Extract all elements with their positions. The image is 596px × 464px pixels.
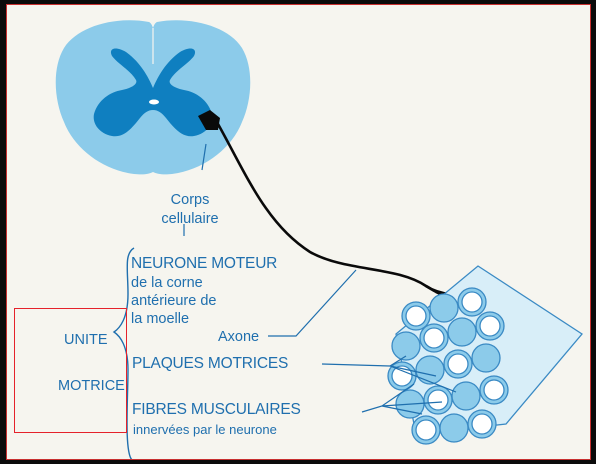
- motor-unit-label-2: MOTRICE: [58, 379, 125, 394]
- cell-body-label: Corps cellulaire: [160, 193, 220, 226]
- motor-plates-label: PLAQUES MOTRICES: [132, 356, 288, 372]
- muscle-fibres-sublabel: innervées par le neurone: [133, 423, 277, 436]
- muscle-fibre-bundle: [388, 266, 582, 444]
- axon-label: Axone: [218, 330, 259, 345]
- motor-unit-box: [14, 308, 127, 433]
- motor-unit-label-1: UNITE: [64, 333, 108, 348]
- motor-neuron-line-1: de la corne: [131, 276, 203, 291]
- motor-neuron-line-3: la moelle: [131, 312, 189, 327]
- diagram-page: Corps cellulaire NEURONE MOTEUR de la co…: [6, 4, 591, 460]
- motor-neuron-line-2: antérieure de: [131, 294, 216, 309]
- motor-neuron-title: NEURONE MOTEUR: [131, 256, 277, 272]
- muscle-fibres-label: FIBRES MUSCULAIRES: [132, 402, 301, 418]
